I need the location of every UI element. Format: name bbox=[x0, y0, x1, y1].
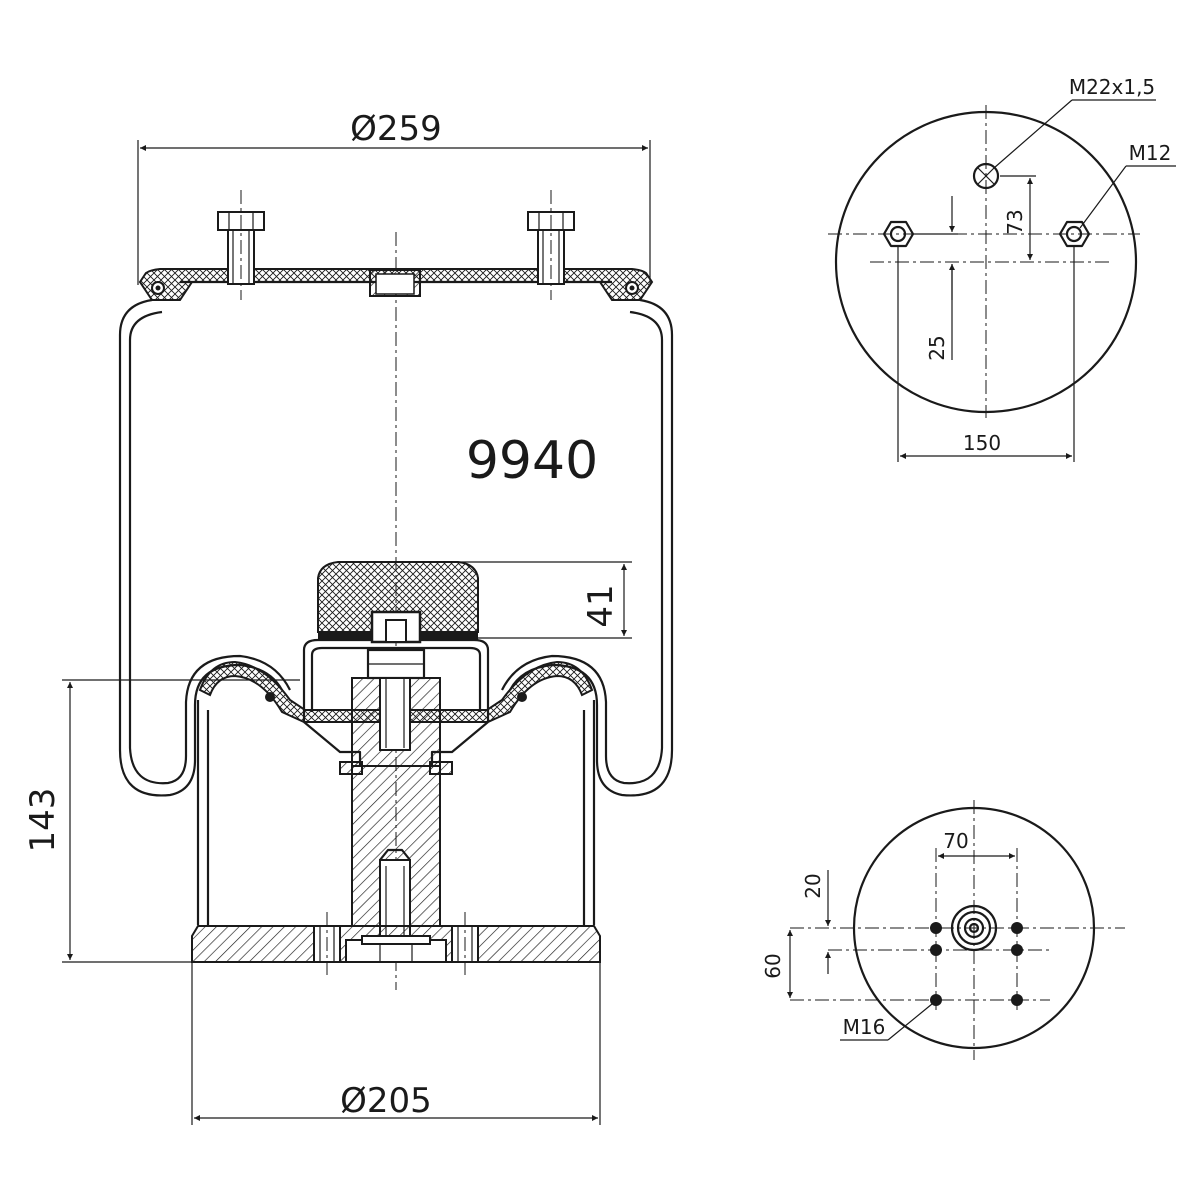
mounting-holes bbox=[930, 922, 1023, 1006]
base-plate bbox=[191, 912, 601, 975]
thread-air-label: M22x1,5 bbox=[1069, 75, 1155, 99]
spacing-horizontal-label: 70 bbox=[943, 829, 968, 853]
offset-air-label: 73 bbox=[1003, 209, 1027, 234]
height-label: 143 bbox=[23, 788, 63, 853]
bottom-view: 70 20 60 M16 bbox=[761, 800, 1125, 1060]
spacing-vertical-label: 60 bbox=[761, 953, 785, 978]
central-stem bbox=[339, 648, 453, 937]
stud-spacing-label: 150 bbox=[963, 431, 1001, 455]
dim-bottom-diameter: Ø205 bbox=[191, 962, 601, 1125]
top-diameter-label: Ø259 bbox=[350, 109, 442, 149]
right-stud-hole bbox=[1058, 220, 1091, 248]
part-number: 9940 bbox=[466, 431, 598, 491]
dim-top-diameter: Ø259 bbox=[137, 109, 651, 285]
thread-holes-label: M16 bbox=[843, 1015, 886, 1039]
spacing-small-label: 20 bbox=[801, 873, 825, 898]
left-stud bbox=[217, 190, 265, 300]
leader-m22 bbox=[993, 99, 1073, 169]
side-section-view: Ø259 Ø205 143 41 9940 bbox=[23, 109, 674, 1125]
central-boss bbox=[950, 904, 998, 952]
air-port-symbol bbox=[972, 162, 1000, 190]
bump-stop bbox=[317, 561, 479, 644]
dim-bumper: 41 bbox=[400, 561, 632, 639]
leader-m16 bbox=[887, 1003, 933, 1041]
top-bead-plate bbox=[138, 268, 654, 301]
dim-height: 143 bbox=[23, 679, 300, 963]
top-plate-view: M22x1,5 M12 73 25 150 bbox=[828, 75, 1176, 462]
right-stud bbox=[527, 190, 575, 300]
bottom-diameter-label: Ø205 bbox=[340, 1081, 432, 1121]
offset-stud-label: 25 bbox=[925, 335, 949, 360]
bumper-height-label: 41 bbox=[581, 584, 621, 627]
thread-stud-label: M12 bbox=[1129, 141, 1172, 165]
leader-m12 bbox=[1079, 165, 1127, 229]
